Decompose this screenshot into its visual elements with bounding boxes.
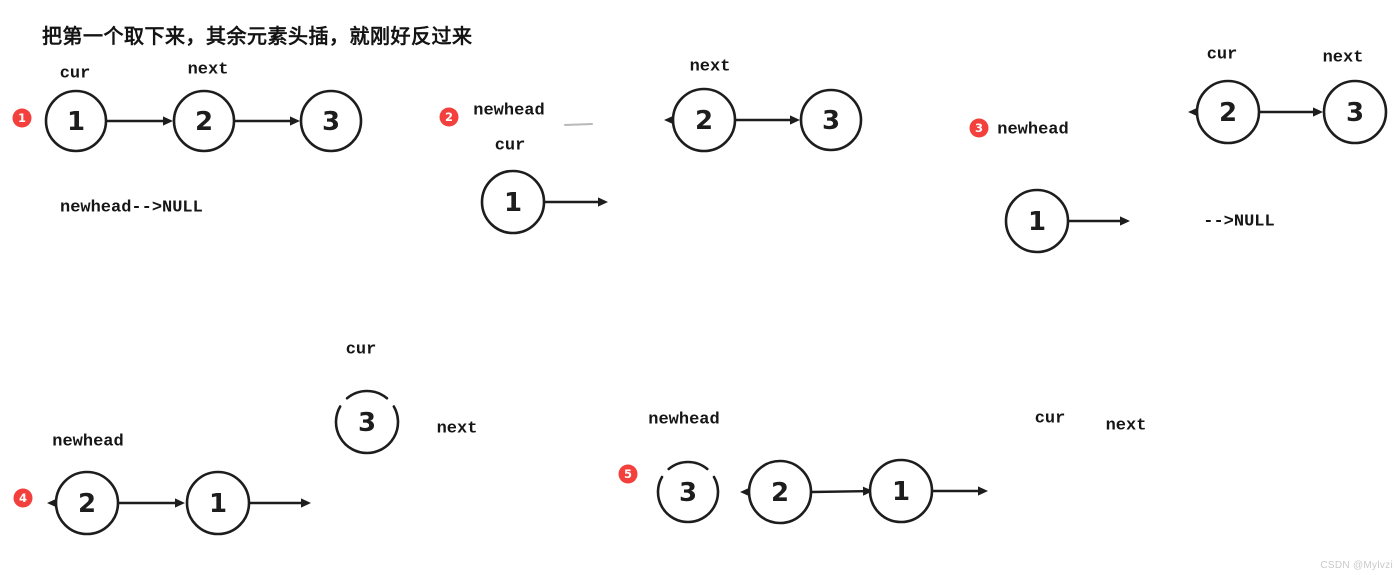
node-circle-3-open-top — [667, 460, 709, 471]
node-value-2: 2 — [1219, 98, 1237, 128]
step-badge-number: 3 — [975, 121, 983, 135]
node-circle-3 — [299, 89, 363, 153]
arrowhead-icon — [290, 116, 300, 126]
step-badge — [969, 118, 989, 138]
step-2-group: 1 2 3 newhead cur next 2 — [439, 58, 863, 235]
node-value-3: 3 — [822, 106, 840, 136]
node-value-3: 3 — [679, 478, 697, 508]
detached-arrowhead-icon — [664, 115, 674, 125]
node-circle-1 — [1004, 188, 1070, 254]
label-newhead: newhead — [52, 433, 123, 452]
node-circle-1 — [868, 458, 934, 524]
arrowhead-icon — [163, 116, 173, 126]
label-next: next — [188, 61, 229, 80]
watermark: CSDN @Mylvzi — [1320, 560, 1393, 571]
node-circle-2 — [172, 89, 236, 153]
node-circle-3 — [1322, 79, 1388, 145]
arrowhead-icon — [175, 498, 185, 508]
step-5-group: 3 2 1 newhead cur next 5 — [618, 410, 1147, 525]
label-newhead: newhead — [473, 102, 544, 121]
step-badge-number: 5 — [624, 467, 632, 481]
node-value-2: 2 — [771, 478, 789, 508]
node-circle-3-open — [334, 405, 400, 455]
step-badge — [13, 488, 33, 508]
node-value-1: 1 — [209, 489, 227, 519]
arrowhead-icon — [598, 197, 608, 207]
page-title: 把第一个取下来，其余元素头插，就刚好反过来 — [42, 24, 473, 48]
arrowhead-icon — [301, 498, 311, 508]
node-value-3: 3 — [322, 107, 340, 137]
step-badge-number: 1 — [18, 111, 26, 125]
node-value-1: 1 — [504, 188, 522, 218]
step-badge — [12, 108, 32, 128]
step-1-group: 1 2 3 cur next newhead-->NULL 1 — [12, 61, 363, 218]
step-4-group: 3 2 1 cur next newhead 4 — [13, 341, 478, 536]
step-3-group: 2 3 1 newhead cur next -->NULL 3 — [969, 46, 1388, 254]
node-circle-3-open — [656, 475, 720, 524]
node-value-1: 1 — [892, 477, 910, 507]
node-value-2: 2 — [695, 106, 713, 136]
node-circle-1 — [480, 169, 546, 235]
label-cur: cur — [495, 137, 526, 156]
label-cur: cur — [60, 65, 91, 84]
label-next: next — [1323, 49, 1364, 68]
label-newhead: newhead — [997, 121, 1068, 140]
node-value-2: 2 — [195, 107, 213, 137]
step-badge — [439, 107, 459, 127]
node-circle-1 — [185, 470, 251, 536]
node-circle-3-open-top — [345, 389, 389, 400]
node-value-1: 1 — [1028, 207, 1046, 237]
node-circle-1 — [44, 89, 108, 153]
node-value-3: 3 — [1346, 98, 1364, 128]
label-newhead: newhead — [648, 411, 719, 430]
step-badge-number: 2 — [445, 110, 453, 124]
arrowhead-icon — [978, 486, 988, 496]
detached-arrowhead-icon — [740, 487, 750, 497]
node-value-3: 3 — [358, 408, 376, 438]
label-next: next — [690, 58, 731, 77]
node-value-1: 1 — [67, 107, 85, 137]
arrowhead-icon — [790, 115, 800, 125]
node-circle-3 — [799, 88, 863, 152]
label-newhead-null: newhead-->NULL — [60, 199, 203, 218]
detached-arrowhead-icon — [47, 498, 57, 508]
label-null: -->NULL — [1203, 213, 1274, 232]
faded-stroke — [564, 123, 593, 126]
label-next: next — [437, 420, 478, 439]
step-badge — [618, 464, 638, 484]
node-value-2: 2 — [78, 489, 96, 519]
arrowhead-icon — [862, 486, 873, 496]
arrowhead-icon — [1313, 107, 1323, 117]
pointer-arrow — [810, 489, 865, 494]
step-badge-number: 4 — [19, 491, 27, 505]
detached-arrowhead-icon — [1188, 107, 1198, 117]
label-cur: cur — [346, 341, 377, 360]
label-next: next — [1106, 417, 1147, 436]
arrowhead-icon — [1120, 216, 1130, 226]
label-cur: cur — [1207, 46, 1238, 65]
label-cur: cur — [1035, 410, 1066, 429]
